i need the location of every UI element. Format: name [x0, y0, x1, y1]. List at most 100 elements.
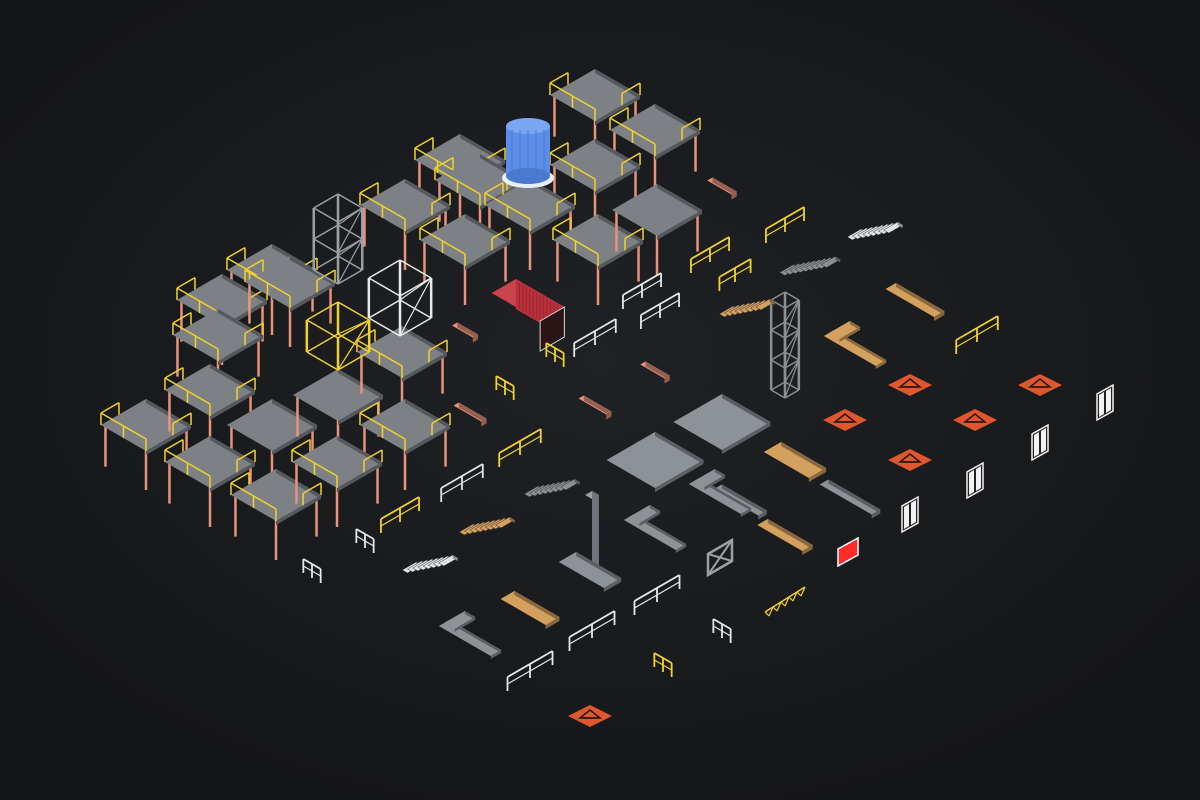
- bar: [306, 333, 339, 353]
- bar: [337, 193, 363, 209]
- face: [272, 399, 318, 429]
- bar: [337, 333, 370, 353]
- bar: [236, 377, 256, 390]
- bar: [784, 299, 800, 323]
- bar: [609, 106, 629, 119]
- bar: [621, 82, 641, 95]
- bar: [800, 586, 806, 597]
- railing: [506, 650, 554, 691]
- bar: [337, 351, 370, 371]
- face: [568, 705, 612, 727]
- railing: [622, 272, 662, 309]
- railing: [633, 574, 681, 615]
- bar: [768, 606, 774, 617]
- bar: [337, 238, 363, 285]
- beam: [640, 361, 670, 384]
- bar: [306, 351, 339, 371]
- face: [834, 330, 887, 363]
- bar: [306, 301, 339, 321]
- face: [714, 469, 726, 478]
- stairs: [401, 554, 459, 574]
- slab: [819, 479, 881, 519]
- bar: [363, 449, 383, 462]
- face: [337, 436, 383, 466]
- face: [583, 395, 612, 417]
- bar: [784, 321, 800, 331]
- face: [976, 466, 981, 491]
- door: [1031, 423, 1049, 462]
- railing: [495, 375, 515, 400]
- bar: [164, 438, 184, 451]
- face: [457, 322, 478, 340]
- bar: [764, 606, 774, 613]
- bar: [313, 224, 339, 240]
- railing: [573, 318, 617, 357]
- face: [969, 470, 974, 495]
- bar: [784, 596, 790, 607]
- face: [458, 402, 487, 424]
- bar: [788, 591, 798, 598]
- bar: [784, 329, 800, 339]
- platform: [230, 469, 322, 560]
- bar: [796, 586, 806, 593]
- l-slab: [823, 321, 887, 369]
- beam: [453, 402, 487, 427]
- face: [781, 442, 827, 472]
- face: [218, 309, 264, 339]
- bar: [784, 389, 800, 399]
- face: [699, 478, 752, 511]
- face: [655, 432, 704, 464]
- bar: [491, 227, 511, 240]
- door: [901, 495, 919, 534]
- bar: [359, 181, 379, 194]
- bar: [788, 596, 794, 602]
- post: [585, 491, 599, 569]
- wood-slab: [500, 591, 560, 629]
- bar: [172, 412, 192, 425]
- bar: [434, 156, 454, 169]
- face: [721, 484, 767, 515]
- platform: [419, 214, 511, 305]
- wood-slab: [885, 283, 945, 321]
- bar: [707, 553, 733, 562]
- face: [885, 283, 945, 317]
- face: [402, 326, 448, 356]
- face: [210, 364, 256, 394]
- beam: [707, 177, 737, 200]
- red-panel-border: [837, 536, 859, 568]
- face: [539, 306, 565, 352]
- bar: [770, 291, 786, 301]
- stairs: [846, 221, 904, 241]
- platform: [611, 184, 703, 275]
- face: [888, 374, 932, 396]
- face: [713, 484, 767, 516]
- x-frame: [706, 537, 734, 578]
- bar: [226, 246, 246, 259]
- bar: [368, 317, 401, 337]
- railing: [653, 652, 673, 677]
- bar: [313, 207, 339, 223]
- wood-slab: [757, 519, 813, 555]
- platform: [549, 69, 641, 160]
- shipping-container: [491, 279, 565, 352]
- bar: [796, 591, 802, 597]
- bar: [337, 207, 363, 254]
- face: [290, 256, 336, 286]
- railing: [955, 315, 999, 354]
- face: [1099, 392, 1104, 417]
- face: [1018, 374, 1062, 396]
- face: [452, 555, 458, 561]
- bar: [176, 276, 196, 289]
- steel-tower: [769, 291, 801, 399]
- face: [1034, 432, 1039, 457]
- bar: [414, 136, 434, 149]
- railing: [765, 206, 805, 243]
- face: [829, 321, 861, 339]
- bar: [549, 71, 569, 84]
- bar: [291, 438, 311, 451]
- platform: [549, 139, 641, 230]
- bar: [770, 389, 786, 399]
- warning-sign: [888, 374, 932, 396]
- bar: [337, 207, 363, 223]
- bar: [486, 147, 506, 160]
